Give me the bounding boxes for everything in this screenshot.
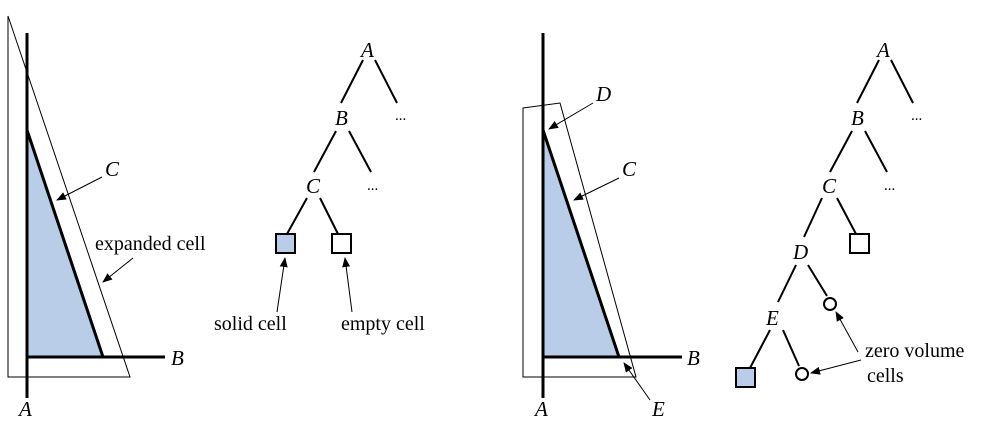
right-bottom-cut-label: E [651,397,665,421]
empty-cell-leaf [331,233,352,254]
right-boundary-arrow [573,177,620,201]
right-bottom-cut-arrow [623,362,651,401]
left-tree-node-c: C [306,174,321,198]
zero-volume-cell-d [823,297,837,311]
zero-volume-arrow-upper [835,311,859,353]
right-top-cut-arrow [548,102,594,130]
tree-edge [374,59,398,104]
left-tree-ellipsis-2: ... [367,178,378,194]
tree-edge [749,329,771,369]
solid-cell-arrow [276,257,288,313]
tree-edge [864,130,888,173]
right-tree-node-d: D [792,240,808,264]
right-axis-a-label: A [533,397,548,421]
right-tree-node-e: E [765,306,779,330]
left-tree-node-a: A [359,38,374,62]
tree-edge [807,264,828,297]
left-geometry: B A C expanded cell [7,15,206,421]
tree-edge [782,329,800,367]
right-tree-node-b: B [851,106,864,130]
solid-cell-leaf [735,367,756,388]
left-axis-b-label: B [171,346,184,370]
solid-cell-leaf [275,233,296,254]
left-expanded-cell [7,15,131,378]
zero-volume-label-line1: zero volume [865,340,965,362]
right-tree-node-c: C [822,174,837,198]
tree-edge [803,197,823,238]
tree-edge [348,130,372,173]
left-tree-ellipsis-1: ... [395,108,406,124]
tree-edge [890,59,914,104]
tree-edge [313,130,337,173]
right-top-cut-label: D [595,82,611,106]
right-tree-ellipsis-1: ... [911,108,922,124]
tree-edge [286,197,308,235]
right-axis-b-label: B [687,346,700,370]
empty-cell-label: empty cell [341,313,425,335]
right-boundary-label: C [622,157,637,181]
right-tree-ellipsis-2: ... [884,178,895,194]
solid-cell-label: solid cell [214,313,287,335]
right-tree: A B C D E ... ... zero volume cells [735,38,965,388]
left-boundary-arrow [56,176,103,201]
right-tree-node-a: A [875,38,890,62]
tree-edge [319,197,339,235]
expanded-cell-arrow [102,257,134,283]
left-boundary-label: C [105,157,120,181]
empty-cell-leaf [849,233,870,254]
zero-volume-cell-e [795,367,809,381]
left-boundary-line [25,129,105,358]
tree-edge [856,59,880,104]
right-boundary-line [541,129,621,358]
tree-edge [777,264,797,303]
left-tree-node-b: B [335,106,348,130]
zero-volume-label-line2: cells [867,365,904,387]
right-geometry: B A D C E [522,33,700,421]
tree-edge [340,59,364,104]
empty-cell-arrow [342,257,353,313]
left-axis-a-label: A [17,397,32,421]
tree-edge [836,197,857,235]
tree-edge [829,130,853,173]
expanded-cell-label: expanded cell [95,233,206,255]
left-tree: A B C ... ... solid cell empty cell [214,38,425,335]
right-cut-cell [522,102,637,378]
zero-volume-arrow-lower [810,359,862,375]
